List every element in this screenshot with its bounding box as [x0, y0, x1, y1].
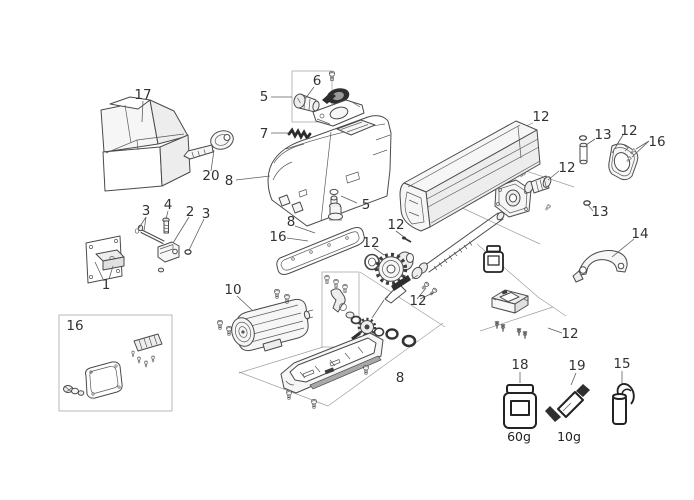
part-12-connection-bracket — [491, 289, 529, 340]
label-12-screws: 12 — [409, 293, 426, 309]
label-8-base: 8 — [396, 370, 405, 386]
label-12-flange: 12 — [558, 160, 575, 176]
terminal-block — [131, 333, 163, 368]
label-8-cover: 8 — [225, 173, 234, 189]
label-4: 4 — [164, 197, 173, 213]
part-13-pin — [578, 135, 588, 165]
label-3-ring: 3 — [202, 206, 211, 222]
label-15: 15 — [613, 356, 630, 372]
part-16-kit-box — [63, 333, 163, 399]
part-12-rear-bracket — [608, 143, 639, 181]
part-17-packaging-box — [100, 96, 191, 192]
label-13-ring: 13 — [591, 204, 608, 220]
label-19: 19 — [568, 358, 585, 374]
part-19-grease-tube — [545, 384, 590, 422]
label-12-gear: 12 — [362, 235, 379, 251]
part-1-mounting-plate — [85, 235, 125, 284]
label-20: 20 — [202, 168, 219, 184]
part-10-motor — [217, 289, 314, 352]
gasket — [276, 227, 365, 275]
grease-tube-small — [371, 275, 411, 319]
label-12-bracket: 12 — [561, 326, 578, 342]
part-18-grease-jar — [503, 384, 537, 429]
cable-gland — [63, 385, 85, 396]
label-12-beam: 12 — [532, 109, 549, 125]
release-lid-assembly — [312, 70, 365, 127]
part-7-spring — [287, 127, 312, 141]
label-17: 17 — [134, 87, 151, 103]
label-16-kit: 16 — [66, 318, 83, 334]
label-19-weight: 10g — [557, 429, 581, 444]
part-2-clevis-fork — [157, 241, 180, 273]
part-12-front-flange — [494, 170, 552, 218]
part-20-release-key — [183, 130, 234, 160]
label-5-lock: 5 — [260, 89, 269, 105]
part-6-lock-cylinder — [293, 93, 320, 113]
label-2: 2 — [186, 204, 195, 220]
release-lever-cluster — [324, 275, 417, 348]
label-5-valve: 5 — [362, 197, 371, 213]
part-14-curved-bracket — [572, 250, 628, 283]
label-18-weight: 60g — [507, 429, 531, 444]
part-5-bleed-valve — [328, 188, 343, 221]
part-3-ring — [184, 249, 192, 255]
part-15-capacitor — [612, 383, 635, 425]
label-13-pin: 13 — [594, 127, 611, 143]
part-8-bottom-housing — [280, 332, 384, 409]
label-1: 1 — [102, 277, 111, 293]
part-12-bevel-gear — [364, 236, 414, 286]
label-16-rear: 16 — [648, 134, 665, 150]
leader-lines — [94, 86, 650, 386]
label-10: 10 — [224, 282, 241, 298]
label-12-rear: 12 — [620, 123, 637, 139]
label-16-gasket: 16 — [269, 229, 286, 245]
label-3-pin: 3 — [142, 203, 151, 219]
label-12-setscrew: 12 — [387, 217, 404, 233]
lead-screw — [411, 211, 505, 280]
cover-gasket — [85, 361, 123, 399]
part-8-top-cover — [267, 115, 392, 227]
part-13-ring — [583, 200, 591, 206]
part-12-outer-beam — [399, 120, 541, 232]
label-6: 6 — [313, 73, 322, 89]
label-18: 18 — [511, 357, 528, 373]
label-8-gasket: 8 — [287, 214, 296, 230]
label-7: 7 — [260, 126, 269, 142]
grease-jar-small — [483, 245, 504, 273]
label-14: 14 — [631, 226, 648, 242]
part-4-bolt — [162, 217, 170, 234]
